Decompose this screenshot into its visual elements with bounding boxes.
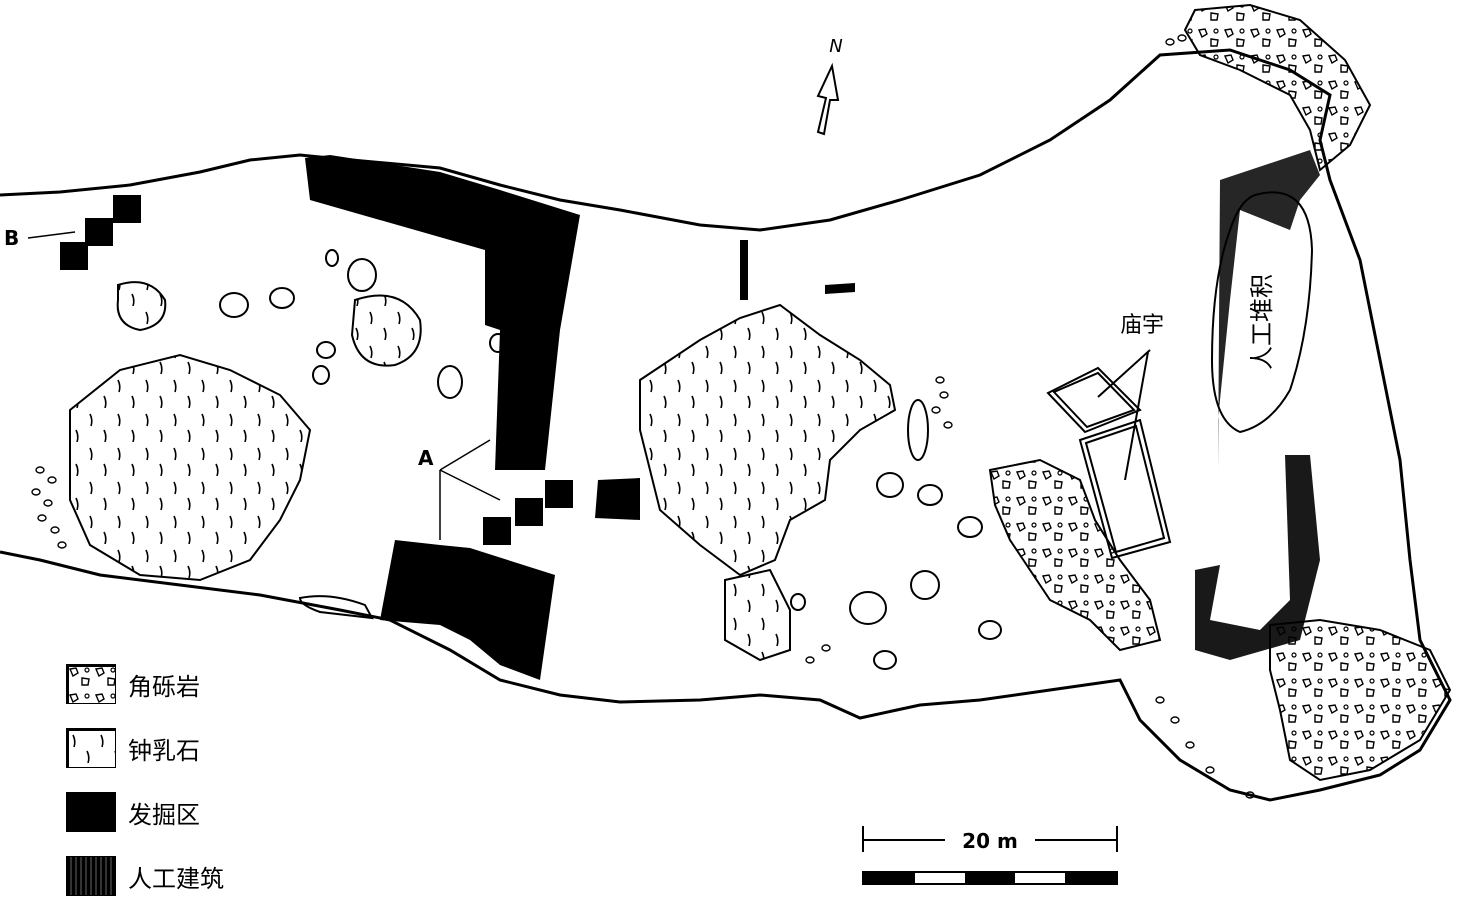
excavation-swatch bbox=[66, 792, 116, 832]
legend-item-building: 人工建筑 bbox=[66, 844, 224, 908]
rock-blocks bbox=[219, 249, 1002, 670]
north-arrow: N bbox=[816, 36, 843, 136]
section-a-label: A bbox=[418, 446, 434, 470]
scale-bar-label: 20 m bbox=[962, 829, 1018, 853]
breccia-swatch bbox=[66, 664, 116, 704]
north-label: N bbox=[829, 36, 842, 57]
artificial-buildings bbox=[595, 150, 1320, 660]
building-swatch bbox=[66, 856, 116, 896]
temple-label: 庙宇 bbox=[1120, 313, 1164, 338]
legend-item-excavation: 发掘区 bbox=[66, 780, 224, 844]
section-a-marker: A bbox=[418, 439, 501, 540]
artificial-deposit-label: 人工堆积 bbox=[1248, 274, 1276, 370]
map-legend: 角砾岩 钟乳石 发掘区 人工建筑 bbox=[66, 652, 224, 908]
cave-outline bbox=[0, 48, 1452, 802]
pebble-scatter bbox=[31, 34, 1255, 799]
stalactite-zones bbox=[69, 281, 897, 662]
scale-bar: 20 m bbox=[862, 826, 1118, 885]
excavation-areas bbox=[60, 155, 580, 680]
stalactite-swatch bbox=[66, 728, 116, 768]
cave-plan-map: N A B 庙宇 人工堆积 20 m bbox=[0, 3, 1452, 885]
legend-label-stalactite: 钟乳石 bbox=[128, 736, 200, 765]
legend-label-excavation: 发掘区 bbox=[128, 800, 200, 829]
legend-label-building: 人工建筑 bbox=[128, 864, 224, 893]
breccia-zones bbox=[988, 3, 1452, 782]
section-b-label: B bbox=[4, 226, 19, 250]
section-b-marker: B bbox=[4, 226, 76, 250]
artificial-deposit-area bbox=[1210, 191, 1314, 434]
legend-item-breccia: 角砾岩 bbox=[66, 652, 224, 716]
temple-structures bbox=[1046, 349, 1172, 560]
legend-item-stalactite: 钟乳石 bbox=[66, 716, 224, 780]
legend-label-breccia: 角砾岩 bbox=[128, 672, 200, 701]
